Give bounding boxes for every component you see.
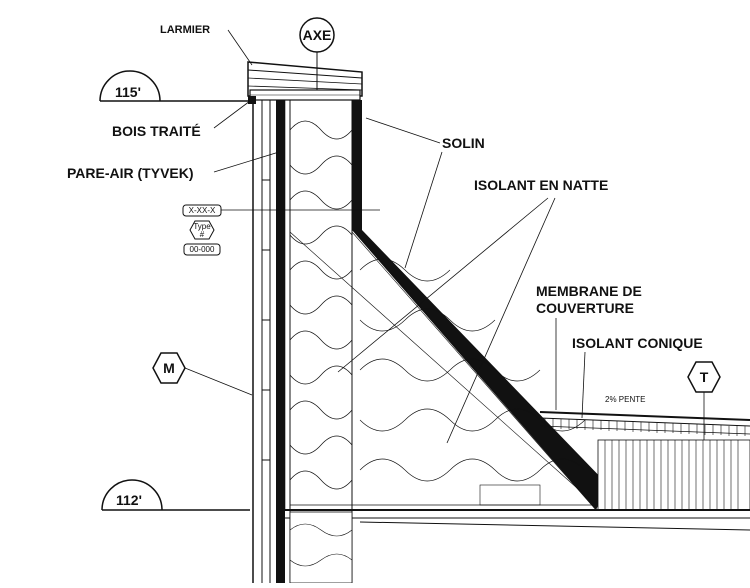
bois-traite-label: BOIS TRAITÉ <box>112 123 201 139</box>
membrane-label-1: MEMBRANE DE <box>536 283 642 299</box>
type-label-2: # <box>200 230 205 239</box>
solin-label: SOLIN <box>442 135 485 151</box>
code-label: 00-000 <box>190 245 215 254</box>
coping-cap <box>247 61 363 104</box>
detail-ref-label: X-XX-X <box>189 206 216 215</box>
batt-insulation-zone <box>289 231 597 506</box>
solin-leader-2 <box>404 151 443 269</box>
roof-assembly <box>539 411 750 511</box>
axe-tag: AXE <box>299 17 335 90</box>
larmier-leader <box>227 29 253 66</box>
bois-traite-leader <box>213 100 251 129</box>
pente-label: 2% PENTE <box>605 395 645 404</box>
isolant-natte-leader-1 <box>337 197 549 373</box>
isolant-conique-leader <box>581 351 586 419</box>
exterior-cladding <box>252 100 271 583</box>
tag-t-label: T <box>700 369 709 385</box>
tag-m-label: M <box>163 360 175 376</box>
level-marker-bottom: 112' <box>101 479 250 511</box>
level-top-label: 115' <box>115 84 141 100</box>
membrane-label-2: COUVERTURE <box>536 300 634 316</box>
tag-m: M <box>152 352 253 396</box>
pare-air-leader <box>213 151 280 173</box>
larmier-label: LARMIER <box>160 24 210 36</box>
level-marker-top: 115' <box>99 70 248 102</box>
pare-air-label: PARE-AIR (TYVEK) <box>67 165 194 181</box>
roof-deck <box>285 509 750 584</box>
tag-t: T <box>687 361 721 440</box>
parapet-backing <box>284 99 608 511</box>
axe-label: AXE <box>303 27 332 43</box>
isolant-natte-label: ISOLANT EN NATTE <box>474 177 608 193</box>
type-label-1: Type <box>193 222 211 231</box>
detail-reference: X-XX-X Type # 00-000 <box>182 204 380 256</box>
isolant-natte-leader-2 <box>446 197 556 444</box>
level-bottom-label: 112' <box>116 492 142 508</box>
solin-leader-1 <box>365 117 441 144</box>
isolant-conique-label: ISOLANT CONIQUE <box>572 335 703 351</box>
air-barrier-sheathing <box>276 100 285 583</box>
